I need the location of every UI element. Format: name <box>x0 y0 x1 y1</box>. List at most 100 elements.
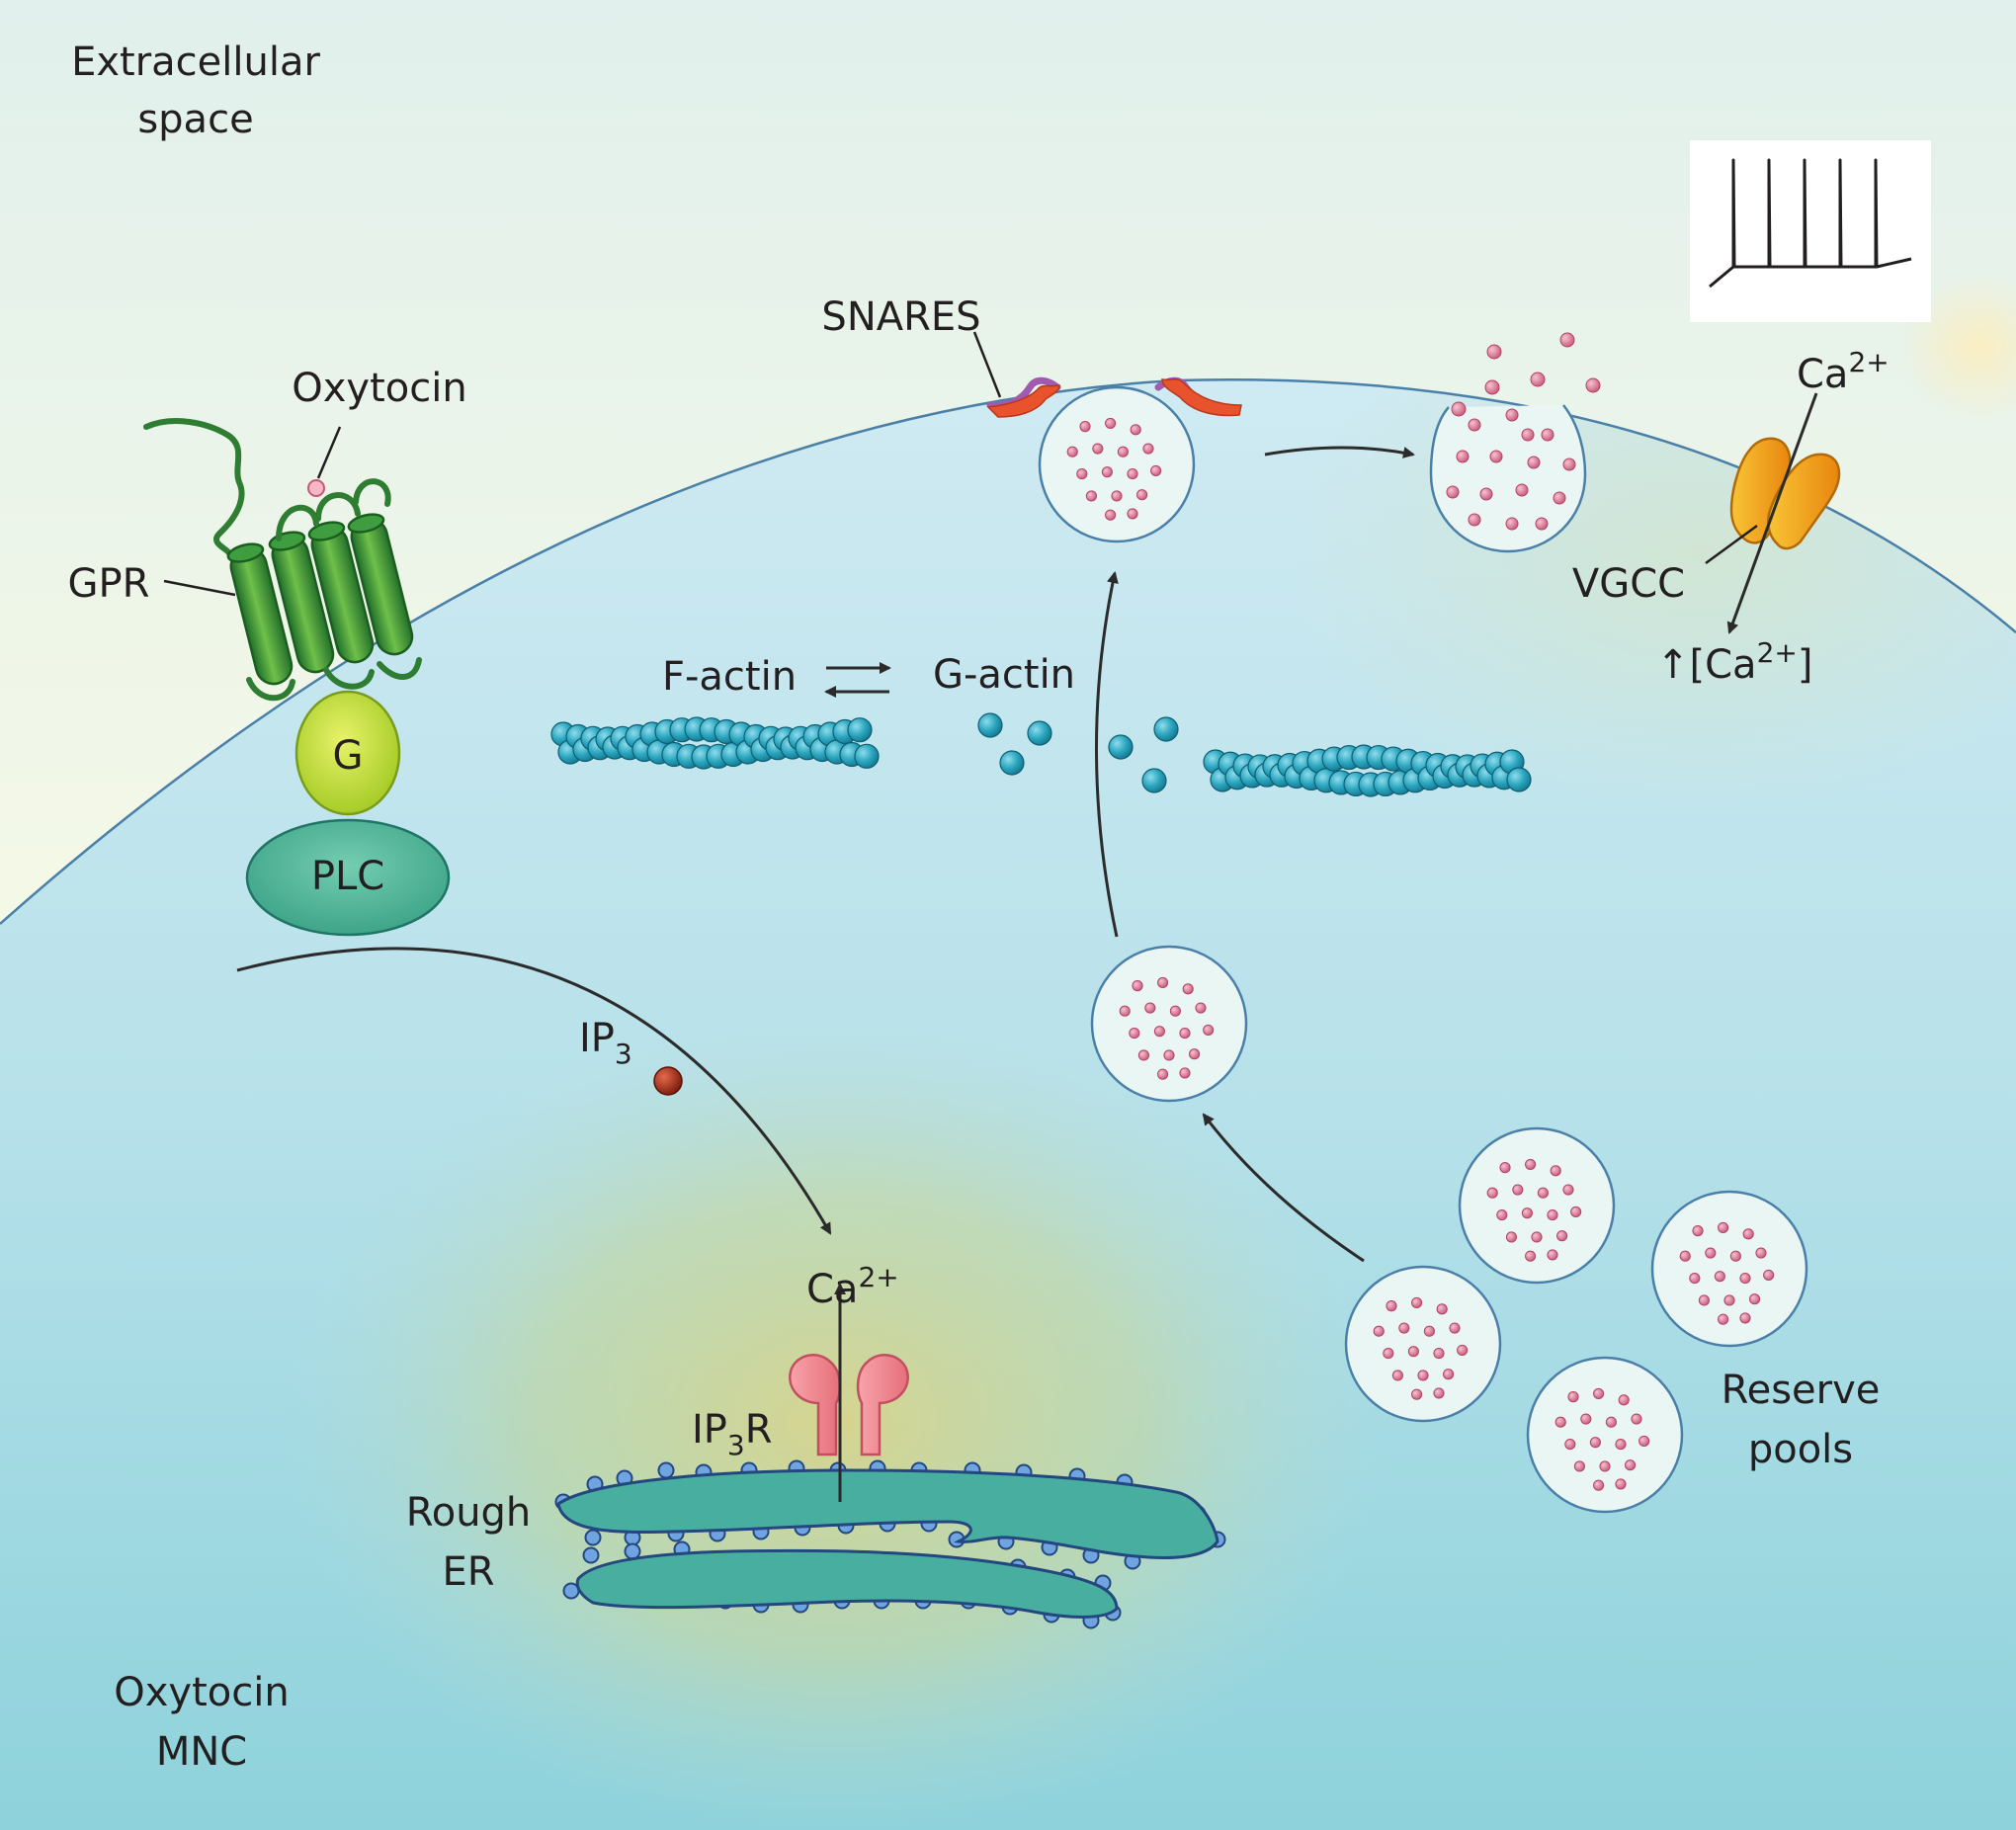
granule-dot <box>1085 490 1097 502</box>
gpr-label: GPR <box>68 561 150 607</box>
g-protein-icon <box>294 690 401 816</box>
g-protein-label: G <box>333 733 364 779</box>
g-actin-monomer <box>999 750 1025 776</box>
granule-dot <box>1739 1273 1751 1285</box>
actin-bead <box>847 717 873 743</box>
granule-dot <box>1589 1437 1601 1449</box>
released-granule <box>1559 332 1575 348</box>
granule-dot <box>1714 1271 1725 1283</box>
granule-dot <box>1553 491 1566 505</box>
granule-dot <box>1436 1303 1448 1315</box>
vesicle-icon <box>1458 1126 1616 1285</box>
rough-er-icon <box>554 1459 1226 1629</box>
granule-dot <box>1525 1158 1537 1170</box>
granule-dot <box>1129 1028 1140 1040</box>
granule-dot <box>1203 1024 1215 1036</box>
granule-dot <box>1144 1002 1156 1014</box>
granule-dot <box>1449 1322 1461 1334</box>
spike-train-trace <box>1709 158 1912 289</box>
granule-dot <box>1411 1388 1423 1400</box>
granule-dot <box>1521 428 1535 442</box>
granule-dot <box>1631 1413 1642 1425</box>
granule-dot <box>1763 1269 1775 1281</box>
granule-dot <box>1505 408 1519 422</box>
extracellular-label-line1: Extracellular <box>71 40 320 85</box>
granule-dot <box>1137 1049 1149 1061</box>
ribosome-dot <box>657 1461 675 1479</box>
granule-dot <box>1547 1249 1558 1261</box>
granule-dot <box>1742 1228 1754 1240</box>
released-granule <box>1486 344 1502 360</box>
transit-vesicle <box>1090 945 1248 1103</box>
ca-rise-label: ↑[Ca2+] <box>1656 636 1812 688</box>
granule-dot <box>1505 517 1519 531</box>
vesicles-layer <box>1038 332 1808 1514</box>
reserve-pools-label-line1: Reserve <box>1722 1368 1881 1413</box>
granule-dot <box>1556 1230 1568 1242</box>
released-granule <box>1484 379 1500 395</box>
reserve-vesicle-2 <box>1650 1190 1808 1348</box>
ca-extracellular-label: Ca2+ <box>1797 346 1890 397</box>
granule-dot <box>1105 509 1117 521</box>
granule-dot <box>1527 456 1541 469</box>
ip3-receptor-icon <box>789 1353 909 1456</box>
granule-dot <box>1692 1225 1704 1237</box>
f-actin-label: F-actin <box>662 654 797 700</box>
granule-dot <box>1150 464 1162 476</box>
granule-dot <box>1593 1479 1605 1491</box>
plc-label: PLC <box>311 854 384 899</box>
vesicle-icon <box>1429 404 1587 553</box>
granule-dot <box>1567 1391 1579 1403</box>
ip3-pathway-arrow <box>236 947 832 1235</box>
actin-bead <box>1506 767 1532 792</box>
granule-dot <box>1679 1250 1691 1262</box>
granule-dot <box>1079 421 1091 433</box>
granule-dot <box>1505 1231 1517 1243</box>
granule-dot <box>1383 1348 1394 1360</box>
granule-dot <box>1411 1296 1423 1308</box>
granule-dot <box>1443 1369 1455 1380</box>
oxytocin-label: Oxytocin <box>292 366 466 411</box>
granule-dot <box>1554 1416 1566 1428</box>
granule-dot <box>1698 1294 1710 1306</box>
oxytocin-molecule-icon <box>307 479 325 497</box>
plc-icon <box>245 818 451 937</box>
granule-dot <box>1541 428 1554 442</box>
exocytosis-arrow <box>1264 446 1415 458</box>
granule-dot <box>1468 418 1481 432</box>
ca-er-label: Ca2+ <box>806 1261 899 1312</box>
gpr-leader-line <box>163 579 236 597</box>
granule-dot <box>1625 1459 1637 1471</box>
granule-dot <box>1729 1250 1741 1262</box>
g-actin-monomer <box>1153 716 1179 742</box>
vesicle-icon <box>1344 1265 1502 1423</box>
rough-er-label-line2: ER <box>442 1549 494 1595</box>
granule-dot <box>1550 1165 1561 1177</box>
granule-dot <box>1755 1247 1767 1259</box>
granule-dot <box>1521 1207 1533 1219</box>
granule-dot <box>1111 490 1123 502</box>
ca-er-sup: 2+ <box>858 1261 898 1293</box>
granule-dot <box>1479 487 1493 501</box>
granule-dot <box>1593 1387 1605 1399</box>
granule-dot <box>1564 1439 1576 1451</box>
granule-dot <box>1562 458 1576 471</box>
granule-dot <box>1417 1370 1429 1381</box>
granule-dot <box>1749 1293 1761 1305</box>
granule-dot <box>1486 1187 1498 1199</box>
granule-dot <box>1618 1394 1630 1406</box>
granule-dot <box>1456 450 1470 463</box>
g-actin-monomer <box>977 712 1003 738</box>
granule-dot <box>1615 1478 1627 1490</box>
ca-rise-prefix: ↑[Ca <box>1656 642 1757 688</box>
g-actin-monomer <box>1141 768 1167 793</box>
granule-dot <box>1489 450 1503 463</box>
granule-dot <box>1182 983 1194 995</box>
granule-dot <box>1433 1387 1445 1399</box>
extracellular-label-line2: space <box>137 97 253 142</box>
reserve-recruit-arrow <box>1202 1113 1365 1263</box>
granule-dot <box>1391 1370 1403 1381</box>
granule-dot <box>1132 980 1143 992</box>
granule-dot <box>1433 1348 1445 1360</box>
